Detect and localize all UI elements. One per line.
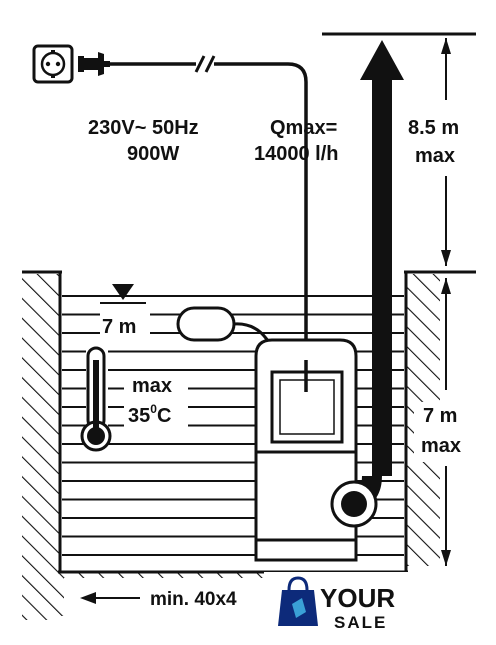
depth-dimension: 7 m max [414,278,474,566]
shaft [22,270,476,620]
min-size-dimension: min. 40x4 [80,589,237,610]
shopping-bag-icon [278,576,318,626]
yoursale-logo: YOUR SALE [264,572,444,640]
power-cable [110,55,308,392]
thermometer-icon [80,346,112,456]
temperature-value: 350C [128,402,171,427]
temperature-label: max [132,375,172,397]
head-height-text: 8.5 m [408,117,459,139]
water-level-triangle-icon [100,284,146,304]
depth-height-text: 7 m [423,405,457,427]
power-plug-icon [32,44,110,84]
min-size-text: min. 40x4 [150,589,237,610]
flow-label: Qmax= [270,117,337,139]
logo-word-sale: SALE [334,613,387,632]
flow-value: 14000 l/h [254,143,339,165]
voltage-text: 230V~ 50Hz [88,117,199,139]
depth-height-suffix: max [421,435,461,457]
outlet-pipe [360,40,404,476]
logo-word-your: YOUR [320,583,395,613]
head-dimension: 8.5 m max [322,32,476,266]
float-level-text: 7 m [102,316,136,338]
pump-icon [254,338,382,562]
head-height-suffix: max [415,145,455,167]
wattage-text: 900W [127,143,179,165]
